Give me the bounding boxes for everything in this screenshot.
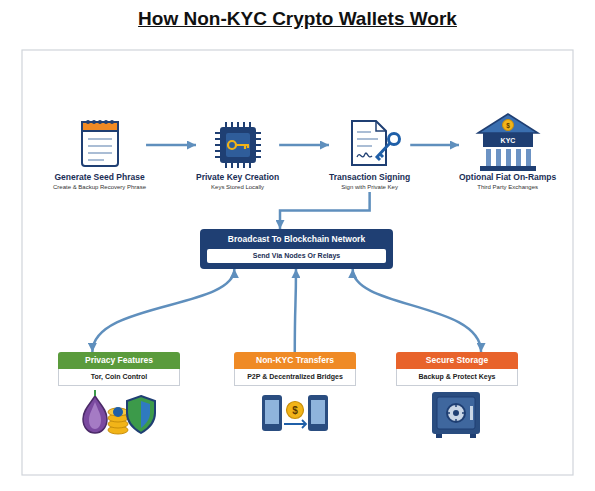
bank-icon-part: [478, 114, 538, 133]
transfer-icons-part: [287, 402, 304, 419]
safe-icon-part: [470, 406, 473, 420]
step-sublabel: Keys Stored Locally: [196, 183, 279, 192]
document-icon-part: [352, 121, 386, 165]
bank-icon-part: [480, 166, 536, 171]
feature-header: Secure Storage: [396, 352, 518, 369]
notebook-icon-part: [88, 139, 112, 160]
document-icon-part: [376, 121, 386, 131]
privacy-icons-part: [108, 408, 128, 416]
icon-space: [53, 112, 146, 172]
notebook-icon-part: [110, 120, 114, 124]
feature-header: Non-KYC Transfers: [234, 352, 356, 369]
step-sublabel: Sign with Private Key: [329, 183, 410, 192]
safe-icon-part: [447, 404, 465, 422]
step-label: Transaction Signing: [329, 172, 410, 183]
bank-icon-part: [503, 120, 514, 131]
privacy-icons-part: [94, 390, 96, 396]
flow-arrow: [410, 144, 459, 147]
bank-icon-part: [496, 149, 501, 166]
chip-icon-part: [220, 127, 256, 163]
privacy-icons-part: [113, 407, 123, 417]
transfer-icons: [262, 395, 328, 431]
chip-icon-part: [226, 133, 250, 157]
safe-icon: [432, 392, 480, 438]
notebook-icon-part: [104, 120, 108, 124]
step-sublabel: Create & Backup Recovery Phrase: [53, 183, 146, 192]
document-icon: [352, 121, 400, 165]
icon-space: [329, 112, 410, 172]
chip-icon: [215, 122, 261, 168]
bank-icon: [478, 114, 538, 171]
privacy-icons: [83, 390, 155, 434]
step-label: Optional Fiat On-Ramps: [459, 172, 556, 183]
title: How Non-KYC Crypto Wallets Work: [0, 8, 595, 30]
document-icon-part: [357, 132, 378, 146]
privacy-icons-part: [89, 402, 101, 429]
transfer-icons-part: [262, 395, 282, 431]
notebook-icon-part: [98, 120, 102, 124]
transfer-icons-part: [311, 400, 325, 424]
safe-icon-part: [453, 410, 459, 416]
band-node: Privacy FeaturesTor, Coin Control: [58, 352, 180, 386]
top-node: Generate Seed PhraseCreate & Backup Reco…: [53, 112, 146, 192]
flow-arrow: [146, 144, 196, 147]
document-icon-part: [357, 153, 372, 157]
currency-symbol: $: [292, 405, 298, 416]
notebook-icon-part: [86, 120, 90, 124]
step-label: Private Key Creation: [196, 172, 279, 183]
notebook-icon-part: [92, 120, 96, 124]
safe-icon-part: [436, 434, 442, 438]
box-node: Broadcast To Blockchain NetworkSend Via …: [200, 229, 393, 269]
band-node: Non-KYC TransfersP2P & Decentralized Bri…: [234, 352, 356, 386]
document-icon-part: [376, 143, 390, 160]
safe-icon-part: [437, 397, 475, 429]
bank-icon-part: [486, 149, 491, 166]
bank-icon-part: [516, 149, 521, 166]
icon-space: [196, 112, 279, 172]
box-label: Broadcast To Blockchain Network: [207, 234, 386, 245]
bank-icon-part: [526, 149, 531, 166]
top-node: Transaction SigningSign with Private Key: [329, 112, 410, 192]
flow-arrow: [92, 269, 234, 352]
privacy-icons-part: [141, 401, 150, 428]
safe-icon-part: [470, 434, 476, 438]
chip-icon-part: [236, 145, 249, 149]
bank-icon-part: [506, 149, 511, 166]
bank-icon-part: [483, 133, 533, 147]
flow-arrow: [279, 144, 329, 147]
chip-icon-part: [228, 141, 236, 149]
transfer-icons-part: [284, 420, 306, 428]
transfer-icons-part: [308, 395, 328, 431]
step-sublabel: Third Party Exchanges: [459, 183, 556, 192]
feature-header: Privacy Features: [58, 352, 180, 369]
privacy-icons-part: [83, 396, 107, 433]
flow-arrow: [295, 269, 296, 352]
notebook-icon: [82, 120, 118, 166]
inner-node: Send Via Nodes Or Relays: [207, 249, 386, 263]
step-label: Generate Seed Phrase: [53, 172, 146, 183]
kyc-label: KYC: [501, 137, 516, 144]
flow-arrow: [353, 269, 481, 352]
safe-icon-part: [447, 404, 465, 422]
transfer-icons-part: [265, 400, 279, 424]
frame: [22, 50, 573, 475]
band-node: Secure StorageBackup & Protect Keys: [396, 352, 518, 386]
currency-symbol: $: [506, 122, 510, 129]
feature-body: Tor, Coin Control: [58, 369, 180, 386]
privacy-icons-part: [127, 396, 155, 433]
chip-icon-part: [215, 122, 261, 168]
box-label: Send Via Nodes Or Relays: [212, 251, 381, 261]
feature-body: P2P & Decentralized Bridges: [234, 369, 356, 386]
document-icon-part: [389, 134, 400, 145]
safe-icon-part: [432, 392, 480, 434]
top-node: Private Key CreationKeys Stored Locally: [196, 112, 279, 192]
flow-arrow: [280, 192, 370, 229]
feature-body: Backup & Protect Keys: [396, 369, 518, 386]
notebook-icon-part: [82, 122, 118, 166]
